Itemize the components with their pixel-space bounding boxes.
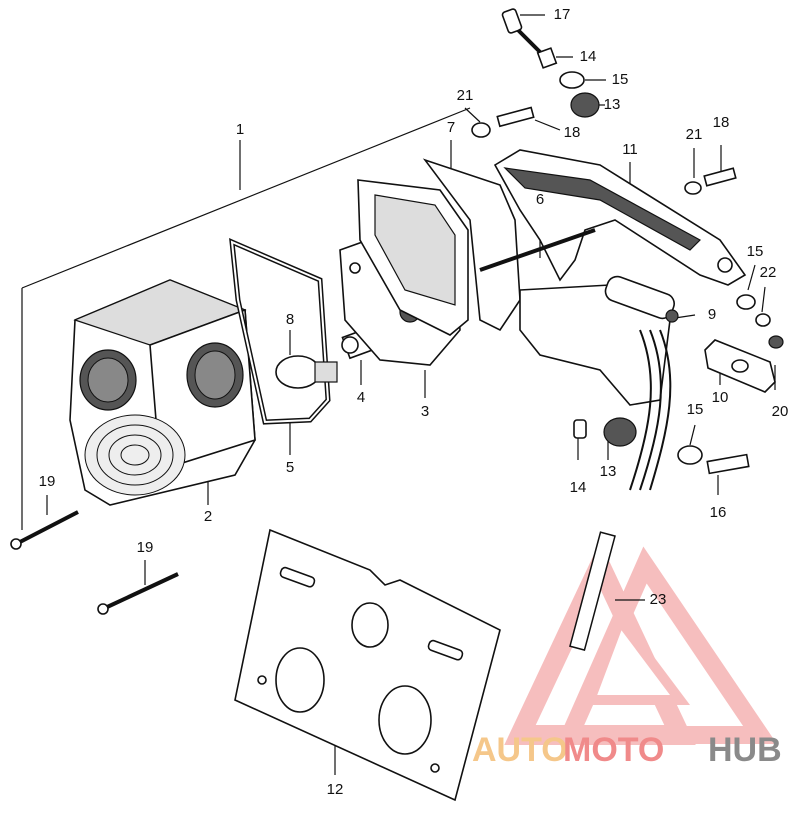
bulb [275,355,338,389]
callout-10: 10 [712,389,729,406]
callout-18-left: 18 [564,124,581,141]
callout-9: 9 [708,306,716,323]
callout-19-top: 19 [39,473,56,490]
callout-7: 7 [447,119,455,136]
stay-bracket [493,149,747,286]
watermark-auto: AUTO [472,731,568,769]
tail-lamp-housing [69,279,256,506]
callout-13-bottom: 13 [600,463,617,480]
callout-21-left: 21 [457,87,474,104]
callout-2: 2 [204,508,212,525]
lower-bracket [519,275,679,491]
callout-6: 6 [536,191,544,208]
callout-16: 16 [710,504,727,521]
mounting-plate [704,339,776,393]
hardware [10,8,784,651]
frame-bracket [357,158,521,336]
callout-13-top: 13 [604,96,621,113]
callout-14-top: 14 [580,48,597,65]
callout-4: 4 [357,389,365,406]
support-rod [479,228,596,272]
callout-17: 17 [554,6,571,23]
callout-15-top: 15 [612,71,629,88]
callout-1: 1 [236,121,244,138]
callout-12: 12 [327,781,344,798]
callout-8: 8 [286,311,294,328]
callout-14-bottom: 14 [570,479,587,496]
callout-3: 3 [421,403,429,420]
callout-23: 23 [650,591,667,608]
callout-19-bottom: 19 [137,539,154,556]
callout-22: 22 [760,264,777,281]
callout-5: 5 [286,459,294,476]
callout-labels: 1 2 3 4 5 6 7 8 9 10 11 12 13 13 14 14 1… [39,6,789,798]
watermark-hub: HUB [708,731,782,769]
callout-15-right: 15 [747,243,764,260]
lens-gasket [229,238,331,425]
watermark-logo-graphic [504,541,777,745]
callout-11: 11 [622,141,638,158]
watermark-moto: MOTO [563,731,664,769]
watermark-text: AUTO MOTO HUB [472,731,782,769]
callout-15-bottom: 15 [687,401,704,418]
callout-18-right: 18 [713,114,730,131]
callout-21-right: 21 [686,126,703,143]
callout-20: 20 [772,403,789,420]
license-plate-bracket [234,528,501,802]
